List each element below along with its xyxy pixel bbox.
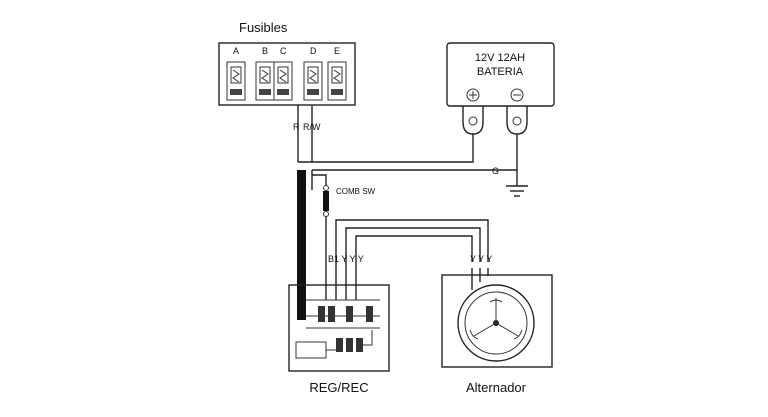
reg-rec-internals [295, 299, 380, 359]
fuse-c: C [273, 46, 293, 101]
wire-r-label: R [293, 122, 300, 132]
switch-contact-bottom [323, 211, 329, 217]
reg-rec-title: REG/REC [309, 380, 368, 395]
ground-label: G [492, 166, 499, 176]
fuse-e: E [327, 46, 347, 101]
fuse-label-b: B [262, 46, 268, 56]
battery-positive-terminal [462, 88, 484, 135]
fuses-title: Fusibles [239, 20, 288, 35]
ground-icon [506, 185, 528, 197]
reg-rec-box [288, 284, 390, 372]
main-cable [297, 170, 306, 320]
battery-rating: 12V 12AH [475, 52, 525, 64]
ground-wire [312, 169, 518, 186]
fuse-a: A [226, 46, 246, 101]
battery-title: BATERIA [477, 66, 524, 78]
switch-label: COMB SW [336, 187, 376, 196]
fuse-label-d: D [310, 46, 317, 56]
reg-wire-labels: B1 Y Y Y [328, 254, 364, 264]
battery [446, 42, 555, 107]
y-wire-2 [345, 227, 481, 300]
fuse-label-e: E [334, 46, 340, 56]
alternator-stator [457, 284, 535, 362]
comb-switch [323, 191, 329, 211]
battery-negative-terminal [506, 88, 528, 135]
fuse-box [218, 42, 356, 106]
battery-positive-wire [298, 134, 474, 163]
alternator-box [441, 274, 553, 368]
fuse-label-a: A [233, 46, 239, 56]
alt-wire-labels: Y Y Y [470, 254, 492, 264]
wire-rw-label: R/W [303, 122, 321, 132]
switch-contact-top [323, 185, 329, 191]
y-wire-3 [355, 235, 473, 300]
fuse-d: D [303, 46, 323, 101]
fuse-b: B [255, 46, 275, 101]
fuse-label-c: C [280, 46, 287, 56]
alternator-title: Alternador [466, 380, 527, 395]
y-wire-1 [335, 219, 489, 300]
